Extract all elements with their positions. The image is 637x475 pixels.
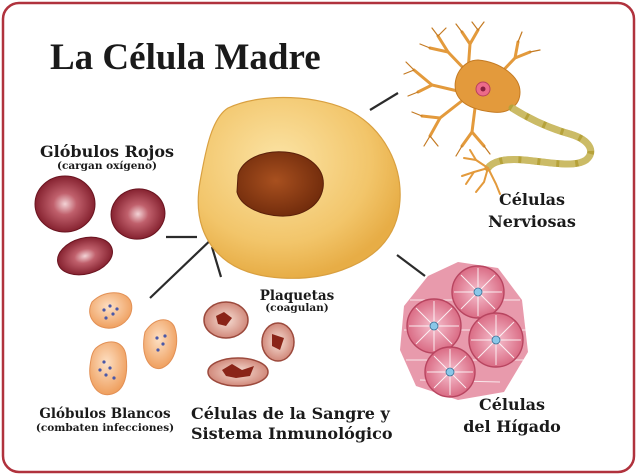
white-blood-cells	[89, 292, 178, 396]
blood-cells-label-line2: Sistema Inmunológico	[191, 424, 393, 443]
white-cells-label: Glóbulos Blancos	[39, 406, 171, 422]
nerve-cells-label-line2: Nerviosas	[488, 212, 576, 231]
stem-cell	[197, 96, 401, 279]
red-cells-label: Glóbulos Rojos	[40, 142, 174, 161]
liver-cells-label-line1: Células	[478, 395, 546, 414]
red-blood-cells	[34, 175, 166, 276]
platelets	[203, 301, 295, 387]
white-cells-note: (combaten infecciones)	[35, 422, 175, 434]
nerve-cell	[403, 21, 595, 195]
page-title: La Célula Madre	[50, 37, 321, 78]
platelets-label: Plaquetas	[259, 288, 335, 304]
nerve-cells-label-line1: Células	[498, 190, 566, 209]
blood-cells-label-line1: Células de la Sangre y	[191, 404, 390, 423]
red-cells-note: (cargan oxígeno)	[56, 160, 157, 172]
platelets-note: (coagulan)	[265, 302, 329, 314]
liver-cells	[400, 262, 528, 400]
liver-cells-label-line2: del Hígado	[463, 417, 561, 436]
connector-lines	[149, 92, 426, 299]
